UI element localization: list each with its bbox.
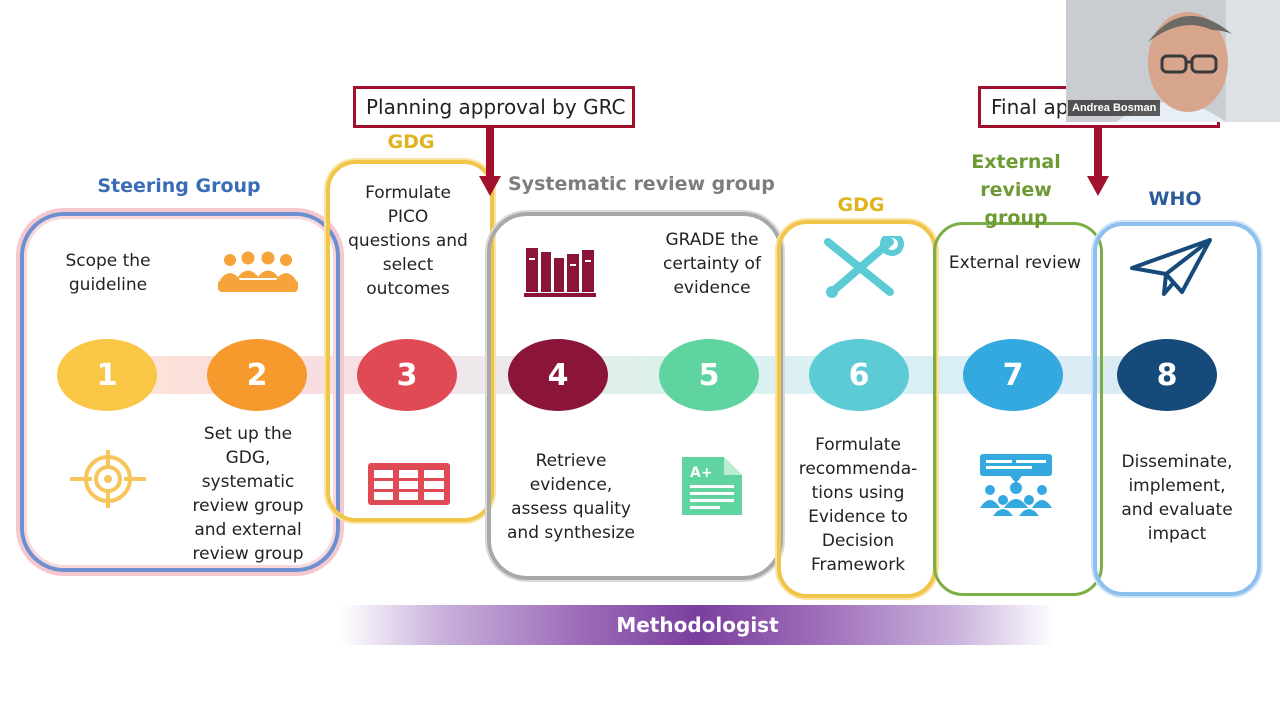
planning-approval-arrow xyxy=(486,128,494,178)
tools-icon xyxy=(824,236,904,298)
external-group-box xyxy=(933,222,1103,596)
svg-text:A+: A+ xyxy=(690,465,713,481)
step-3-circle: 3 xyxy=(357,339,457,411)
gdg-left-label: GDG xyxy=(387,131,435,153)
table-grid-icon xyxy=(368,463,450,505)
final-approval-arrow xyxy=(1094,128,1102,178)
step-2-text: Set up the GDG, systematic review group … xyxy=(192,424,304,564)
step-8-circle: 8 xyxy=(1117,339,1217,411)
step-6-text: Formulate recommenda-tions using Evidenc… xyxy=(798,435,918,575)
step-5-text: GRADE the certainty of evidence xyxy=(663,230,761,298)
gdg-left-box xyxy=(326,160,494,522)
steering-group-label: Steering Group xyxy=(97,175,261,197)
target-icon xyxy=(70,450,146,508)
books-icon xyxy=(524,248,596,297)
gdg-right-label: GDG xyxy=(837,194,885,216)
meeting-icon xyxy=(980,454,1052,516)
systematic-group-box xyxy=(487,212,783,580)
who-label: WHO xyxy=(1148,188,1202,210)
webcam-name-label: Andrea Bosman xyxy=(1068,100,1161,116)
planning-approval-box: Planning approval by GRC xyxy=(353,86,635,128)
paper-plane-icon xyxy=(1130,238,1212,296)
step-1-circle: 1 xyxy=(57,339,157,411)
people-group-icon xyxy=(218,251,298,292)
step-7-circle: 7 xyxy=(963,339,1063,411)
step-1-text: Scope the guideline xyxy=(65,251,151,295)
step-5-circle: 5 xyxy=(659,339,759,411)
planning-approval-arrowhead xyxy=(479,176,501,196)
step-7-text: External review xyxy=(948,253,1082,273)
step-6-circle: 6 xyxy=(809,339,909,411)
steering-group-box xyxy=(20,212,340,572)
who-box xyxy=(1093,222,1261,596)
methodologist-band: Methodologist xyxy=(340,605,1055,645)
final-approval-arrowhead xyxy=(1087,176,1109,196)
step-4-circle: 4 xyxy=(508,339,608,411)
step-4-text: Retrieve evidence, assess quality and sy… xyxy=(507,451,635,543)
step-8-text: Disseminate, implement, and evaluate imp… xyxy=(1121,452,1233,544)
systematic-group-label: Systematic review group xyxy=(508,173,775,195)
step-3-text: Formulate PICO questions and select outc… xyxy=(348,183,468,299)
graded-document-icon: A+ xyxy=(682,457,742,515)
external-group-label: External review group xyxy=(971,151,1061,229)
step-2-circle: 2 xyxy=(207,339,307,411)
